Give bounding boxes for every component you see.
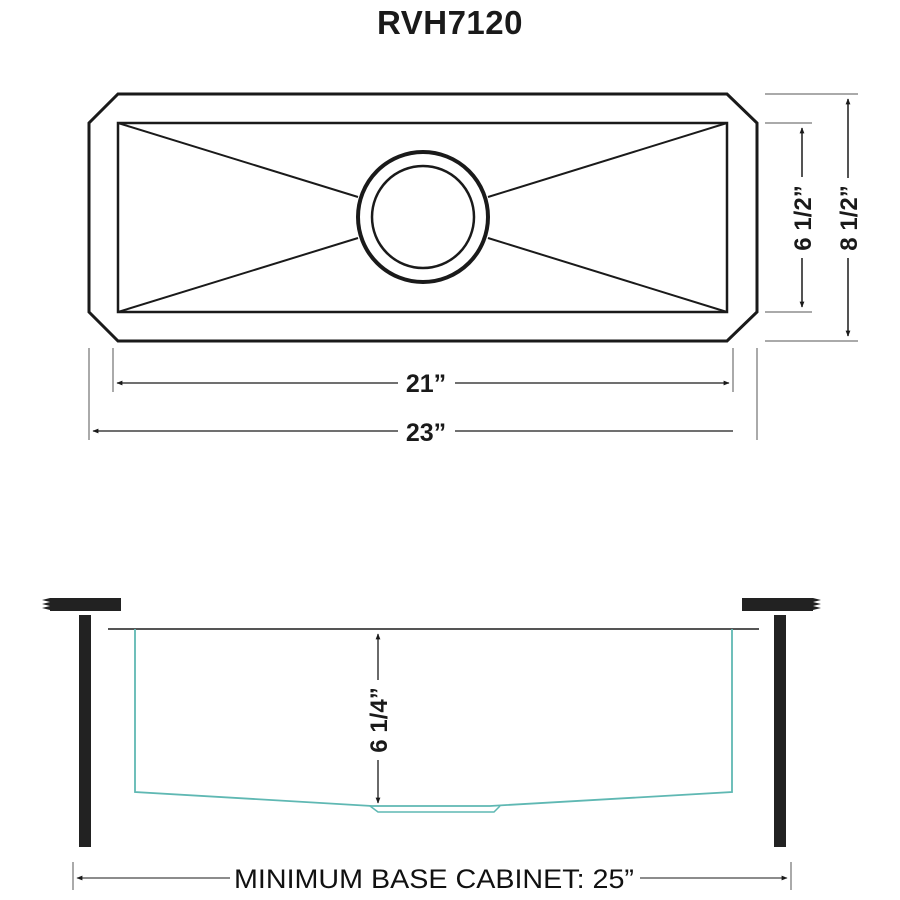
- countertop-right: [742, 598, 821, 611]
- slope-line: [117, 237, 359, 313]
- outer-width-label: 23”: [406, 419, 446, 447]
- drain-profile: [369, 805, 501, 813]
- cabinet-wall-right: [774, 615, 786, 847]
- countertop-left: [42, 598, 121, 611]
- outer-width-dimension: 23”: [92, 419, 733, 447]
- slope-line: [487, 237, 728, 313]
- inner-width-dimension: 21”: [116, 370, 730, 398]
- cabinet-width-dimension: MINIMUM BASE CABINET: 25”: [76, 864, 788, 894]
- sink-inner-bowl: [116, 121, 729, 314]
- sink-bowl-profile: [134, 629, 733, 807]
- cabinet-width-label: MINIMUM BASE CABINET: 25”: [234, 864, 634, 894]
- drain-inner-ring: [370, 164, 476, 270]
- bowl-depth-dimension: 6 1/4”: [366, 633, 393, 804]
- outer-depth-label: 8 1/2”: [836, 185, 863, 250]
- model-title: RVH7120: [377, 4, 523, 41]
- sink-outer-flange: [87, 92, 759, 343]
- inner-depth-label: 6 1/2”: [790, 185, 817, 250]
- slope-line: [117, 122, 359, 198]
- inner-depth-dimension: 6 1/2”: [790, 127, 817, 308]
- bowl-depth-label: 6 1/4”: [366, 687, 393, 752]
- cabinet-wall-left: [79, 615, 91, 847]
- side-view: 6 1/4” MINIMUM BASE CABINET: 25”: [42, 598, 821, 894]
- top-view: 6 1/2” 8 1/2” 21” 23”: [87, 92, 863, 447]
- outer-depth-dimension: 8 1/2”: [836, 98, 863, 337]
- inner-width-label: 21”: [406, 370, 446, 398]
- slope-line: [487, 122, 728, 198]
